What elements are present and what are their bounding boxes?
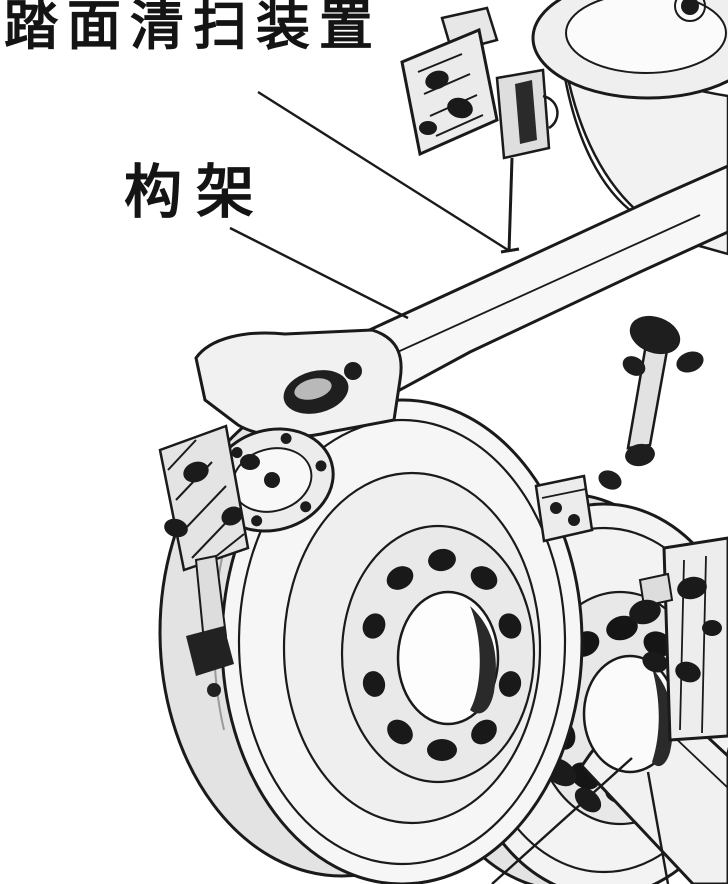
label-frame: 构架: [124, 158, 269, 226]
leader-line-tread-cleaner: [257, 90, 509, 252]
leader-line-cropped-left: [491, 757, 633, 884]
axle-pedestal-right: [629, 536, 728, 742]
device-body: [400, 27, 499, 157]
axle-box-left: [158, 328, 403, 697]
bolt-top-right: [681, 0, 699, 15]
hanger-nut: [186, 626, 234, 676]
frame-side-beam: [350, 164, 728, 400]
device-mount-rod: [507, 157, 514, 253]
front-hub-bolts: [362, 548, 522, 761]
pedestal-body: [662, 536, 728, 742]
bracket-bolts: [164, 454, 260, 538]
leader-lines: [229, 90, 670, 884]
suspension-hardware: [598, 315, 704, 490]
front-axle-bore: [396, 590, 500, 726]
brake-head-center: [534, 474, 594, 543]
center-suspension: [598, 315, 704, 490]
label-tread-cleaning-device: 踏面清扫装置: [4, 0, 382, 57]
device-hardware: [419, 70, 473, 135]
frame-beam: [350, 164, 728, 400]
leader-line-frame: [229, 226, 409, 320]
brake-head-body: [534, 474, 594, 543]
frame-small-hole: [344, 362, 362, 380]
tread-cleaning-device: [400, 6, 559, 254]
leader-line-cropped-right: [646, 771, 670, 884]
pedestal-bolts: [629, 576, 722, 683]
